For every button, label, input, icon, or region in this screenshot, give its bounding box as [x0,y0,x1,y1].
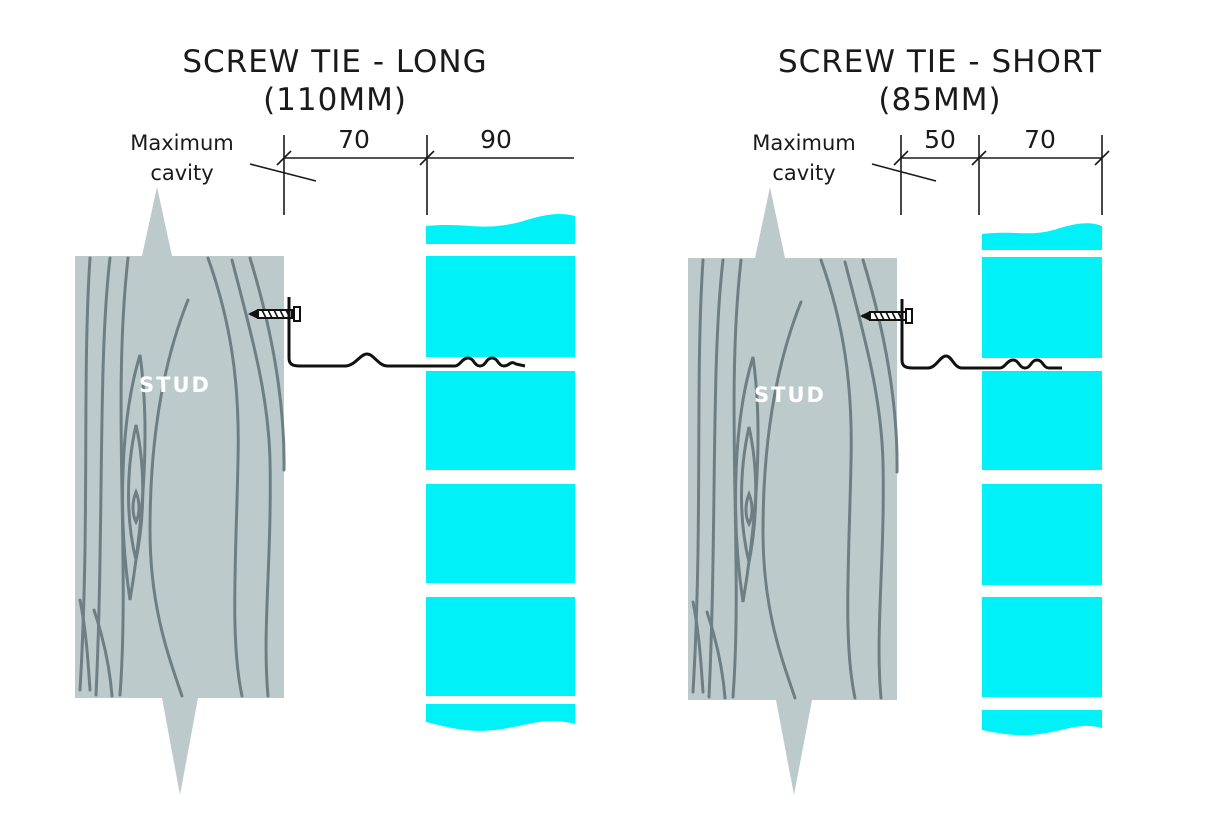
panel-long-screw-tie [248,297,526,368]
panel-long-brick-wall [426,214,575,731]
panel-short-brick-wall [982,223,1102,736]
panel-long-stud-label: STUD [139,373,211,397]
panel-short-title-line1: SCREW TIE - SHORT [778,44,1102,80]
panel-long-dimension [276,135,574,215]
panel-short-dimension [893,135,1110,215]
panel-long-wood-grain [78,256,286,698]
panel-long-title-line1: SCREW TIE - LONG [182,44,487,80]
panel-long-cavity-dim: 70 [338,125,370,154]
panel-short-cavity-leader [871,163,937,182]
panel-short-wood-grain [691,258,899,700]
panel-long-stud: STUD [75,187,286,795]
panel-long-brick-dim: 90 [480,125,512,154]
panel-short-cavity-label-line2: cavity [772,161,835,185]
panel-long: SCREW TIE - LONG (110MM) Maximum cavity … [75,44,575,795]
panel-long-title-line2: (110MM) [263,82,407,118]
panel-short-stud-label: STUD [754,383,826,407]
panel-short-stud: STUD [688,187,899,795]
panel-short: SCREW TIE - SHORT (85MM) Maximum cavity … [688,44,1110,795]
panel-long-cavity-label-line2: cavity [150,161,213,185]
panel-short-title-line2: (85MM) [878,82,1001,118]
panel-short-cavity-label-line1: Maximum [752,131,855,155]
panel-short-brick-dim: 70 [1024,125,1056,154]
panel-long-cavity-label-line1: Maximum [130,131,233,155]
panel-short-cavity-dim: 50 [924,125,956,154]
panel-short-screw-tie [860,299,1062,370]
panel-long-cavity-leader [249,163,317,182]
